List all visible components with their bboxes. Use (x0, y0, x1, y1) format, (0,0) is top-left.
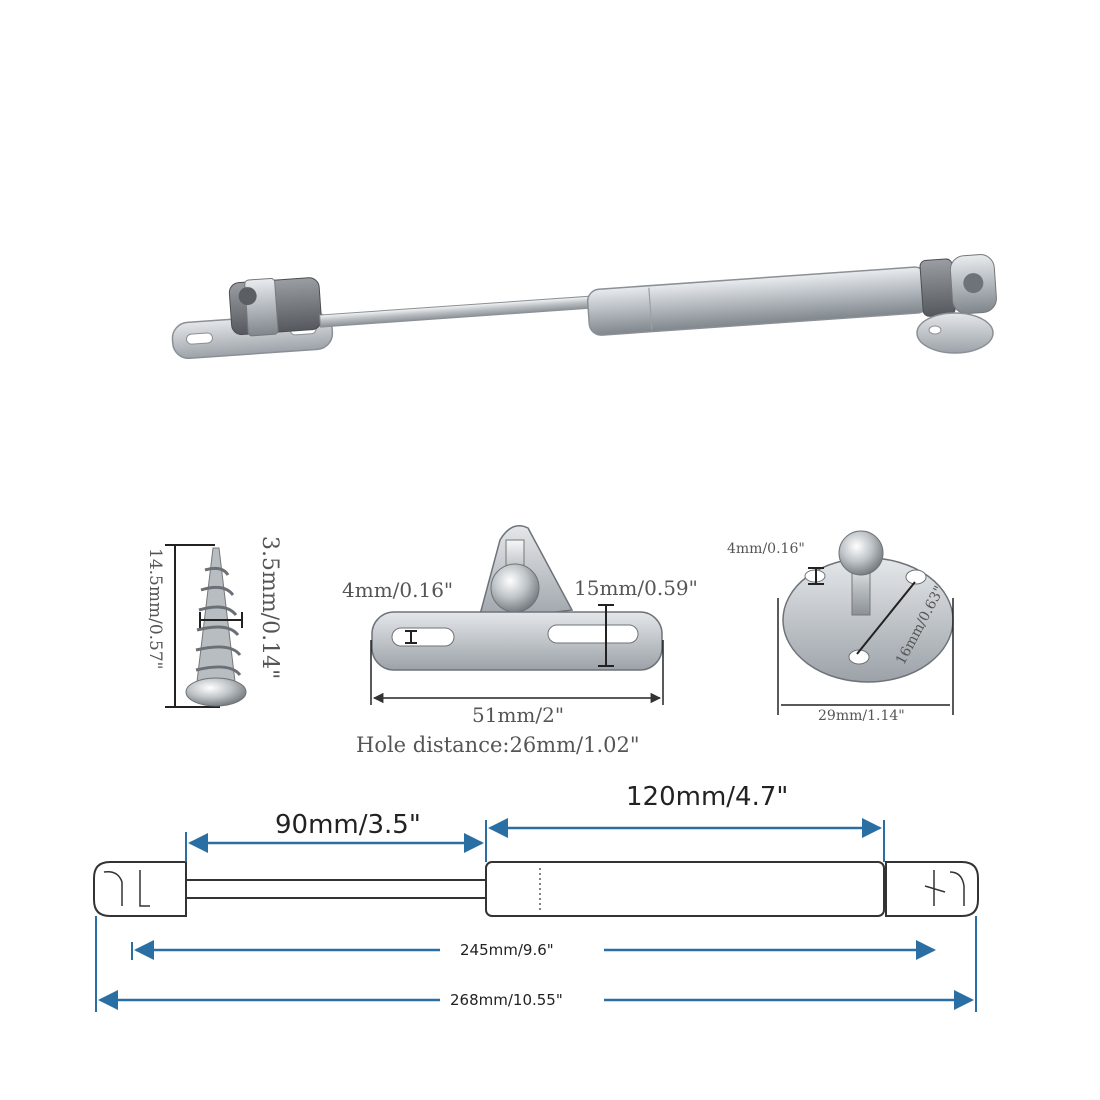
piston-rod (319, 295, 601, 328)
gas-cylinder (586, 254, 997, 336)
strut-technical-drawing (93, 861, 979, 917)
hole-distance-label: Hole distance:26mm/1.02" (356, 733, 640, 757)
bracket-width-label: 51mm/2" (472, 703, 565, 727)
bracket-hole-label: 4mm/0.16" (342, 578, 454, 602)
stroke-length-label: 90mm/3.5" (275, 810, 421, 840)
bracket-detail (370, 525, 664, 705)
center-length-label: 245mm/9.6" (460, 941, 554, 959)
screw-icon (185, 547, 247, 707)
round-plate-hole-label: 4mm/0.16" (727, 541, 805, 557)
left-mount-bracket (171, 277, 334, 360)
screw-detail (165, 544, 247, 708)
round-plate-detail (777, 530, 954, 715)
dimension-extension-lines (95, 820, 977, 1012)
screw-diameter-label: 3.5mm/0.14" (257, 536, 282, 680)
body-length-label: 120mm/4.7" (626, 782, 789, 812)
bracket-height-label: 15mm/0.59" (574, 576, 698, 600)
right-mount-plate (916, 312, 994, 354)
round-plate-diameter-label: 29mm/1.14" (818, 708, 905, 724)
total-length-label: 268mm/10.55" (450, 991, 563, 1009)
dimension-arrows (98, 818, 974, 1010)
screw-length-label: 14.5mm/0.57" (145, 548, 165, 670)
